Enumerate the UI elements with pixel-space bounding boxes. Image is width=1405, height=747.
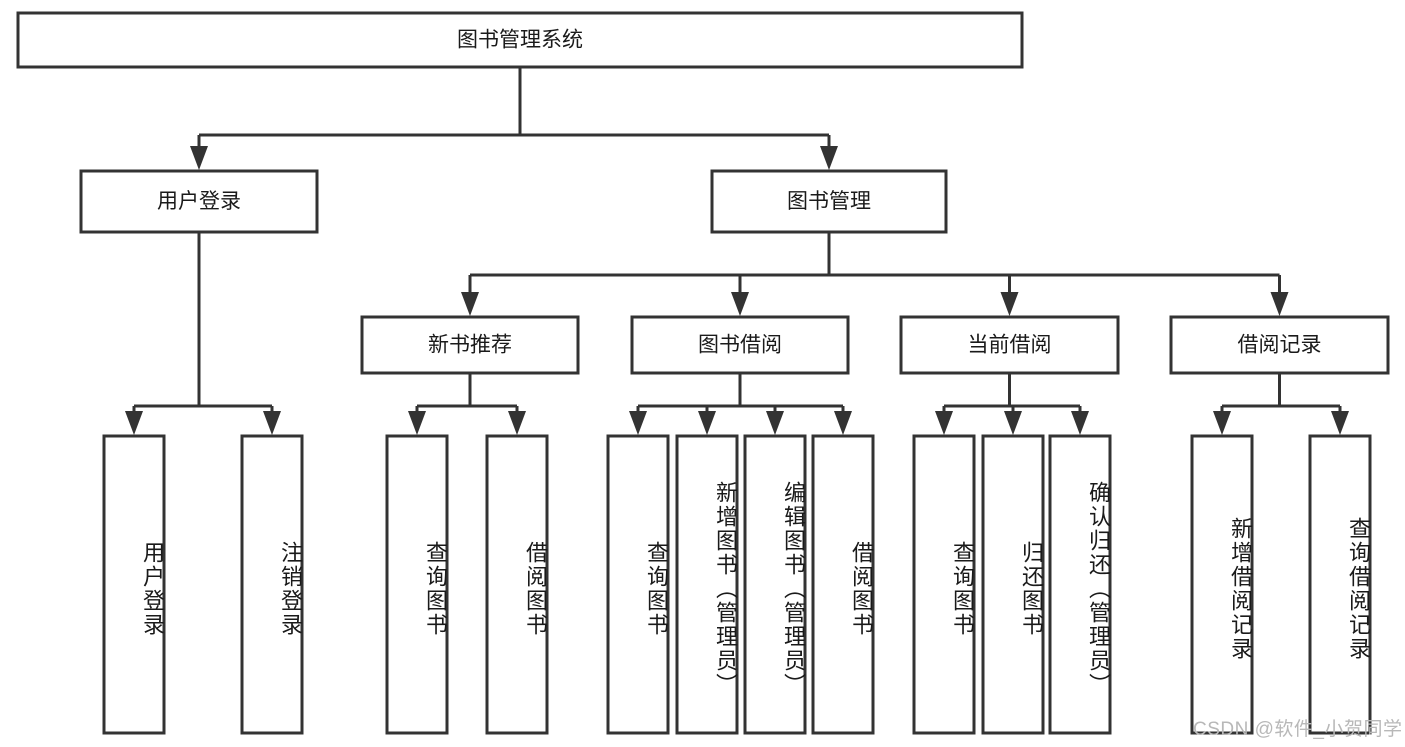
node-label-book-manage: 图书管理	[787, 190, 871, 213]
node-label-current-borrow: 当前借阅	[968, 334, 1052, 357]
node-box-root[interactable]	[16, 11, 1024, 69]
node-label-root: 图书管理系统	[457, 29, 583, 52]
node-box-user-login[interactable]	[79, 169, 319, 234]
node-leaf-add-book[interactable]	[675, 434, 739, 735]
node-borrow-record[interactable]: 借阅记录	[1169, 315, 1390, 375]
node-box-leaf-query-record[interactable]	[1308, 434, 1372, 735]
node-book-manage[interactable]: 图书管理	[710, 169, 948, 234]
node-box-leaf-query-book-2[interactable]	[606, 434, 670, 735]
node-box-leaf-borrow-book-2[interactable]	[811, 434, 875, 735]
node-label-borrow-record: 借阅记录	[1238, 334, 1322, 357]
node-box-current-borrow[interactable]	[899, 315, 1120, 375]
node-leaf-query-book-1[interactable]	[385, 434, 449, 735]
node-box-leaf-query-book-1[interactable]	[385, 434, 449, 735]
node-box-book-manage[interactable]	[710, 169, 948, 234]
node-box-leaf-logout[interactable]	[240, 434, 304, 735]
node-box-leaf-return-book[interactable]	[981, 434, 1045, 735]
node-leaf-edit-book[interactable]	[743, 434, 807, 735]
node-leaf-query-record[interactable]	[1308, 434, 1372, 735]
node-box-leaf-edit-book[interactable]	[743, 434, 807, 735]
node-box-leaf-borrow-book-1[interactable]	[485, 434, 549, 735]
node-user-login[interactable]: 用户登录	[79, 169, 319, 234]
node-leaf-borrow-book-2[interactable]	[811, 434, 875, 735]
node-leaf-user-login[interactable]	[102, 434, 166, 735]
node-book-borrow[interactable]: 图书借阅	[630, 315, 850, 375]
node-box-leaf-confirm-return[interactable]	[1048, 434, 1112, 735]
node-new-book-rec[interactable]: 新书推荐	[360, 315, 580, 375]
node-box-book-borrow[interactable]	[630, 315, 850, 375]
node-current-borrow[interactable]: 当前借阅	[899, 315, 1120, 375]
node-leaf-confirm-return[interactable]	[1048, 434, 1112, 735]
node-leaf-borrow-book-1[interactable]	[485, 434, 549, 735]
node-root[interactable]: 图书管理系统	[16, 11, 1024, 69]
node-leaf-query-book-2[interactable]	[606, 434, 670, 735]
node-box-leaf-query-book-3[interactable]	[912, 434, 976, 735]
node-box-new-book-rec[interactable]	[360, 315, 580, 375]
node-leaf-return-book[interactable]	[981, 434, 1045, 735]
node-label-user-login: 用户登录	[157, 190, 241, 213]
node-box-leaf-add-record[interactable]	[1190, 434, 1254, 735]
node-leaf-logout[interactable]	[240, 434, 304, 735]
node-label-book-borrow: 图书借阅	[698, 334, 782, 357]
node-leaf-query-book-3[interactable]	[912, 434, 976, 735]
node-leaf-add-record[interactable]	[1190, 434, 1254, 735]
node-box-leaf-user-login[interactable]	[102, 434, 166, 735]
node-label-new-book-rec: 新书推荐	[428, 334, 512, 357]
csdn-watermark: CSDN @软件_小贺同学	[1193, 719, 1403, 740]
node-box-borrow-record[interactable]	[1169, 315, 1390, 375]
node-box-leaf-add-book[interactable]	[675, 434, 739, 735]
